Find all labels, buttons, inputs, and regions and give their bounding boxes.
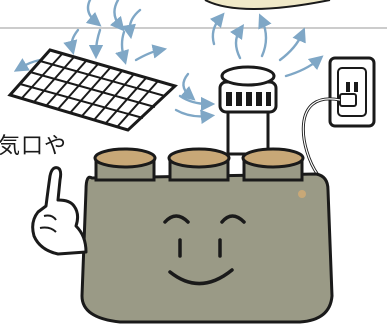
- vent-cap-icon: [220, 67, 276, 154]
- power-outlet-icon: [330, 58, 374, 126]
- tank-caps: [95, 149, 303, 180]
- tank-bolt: [298, 190, 306, 198]
- caption-text: 気口や: [0, 128, 67, 160]
- pointing-hand-icon: [33, 168, 86, 254]
- top-arc-shape: [205, 0, 330, 9]
- septic-tank-icon: [82, 149, 332, 322]
